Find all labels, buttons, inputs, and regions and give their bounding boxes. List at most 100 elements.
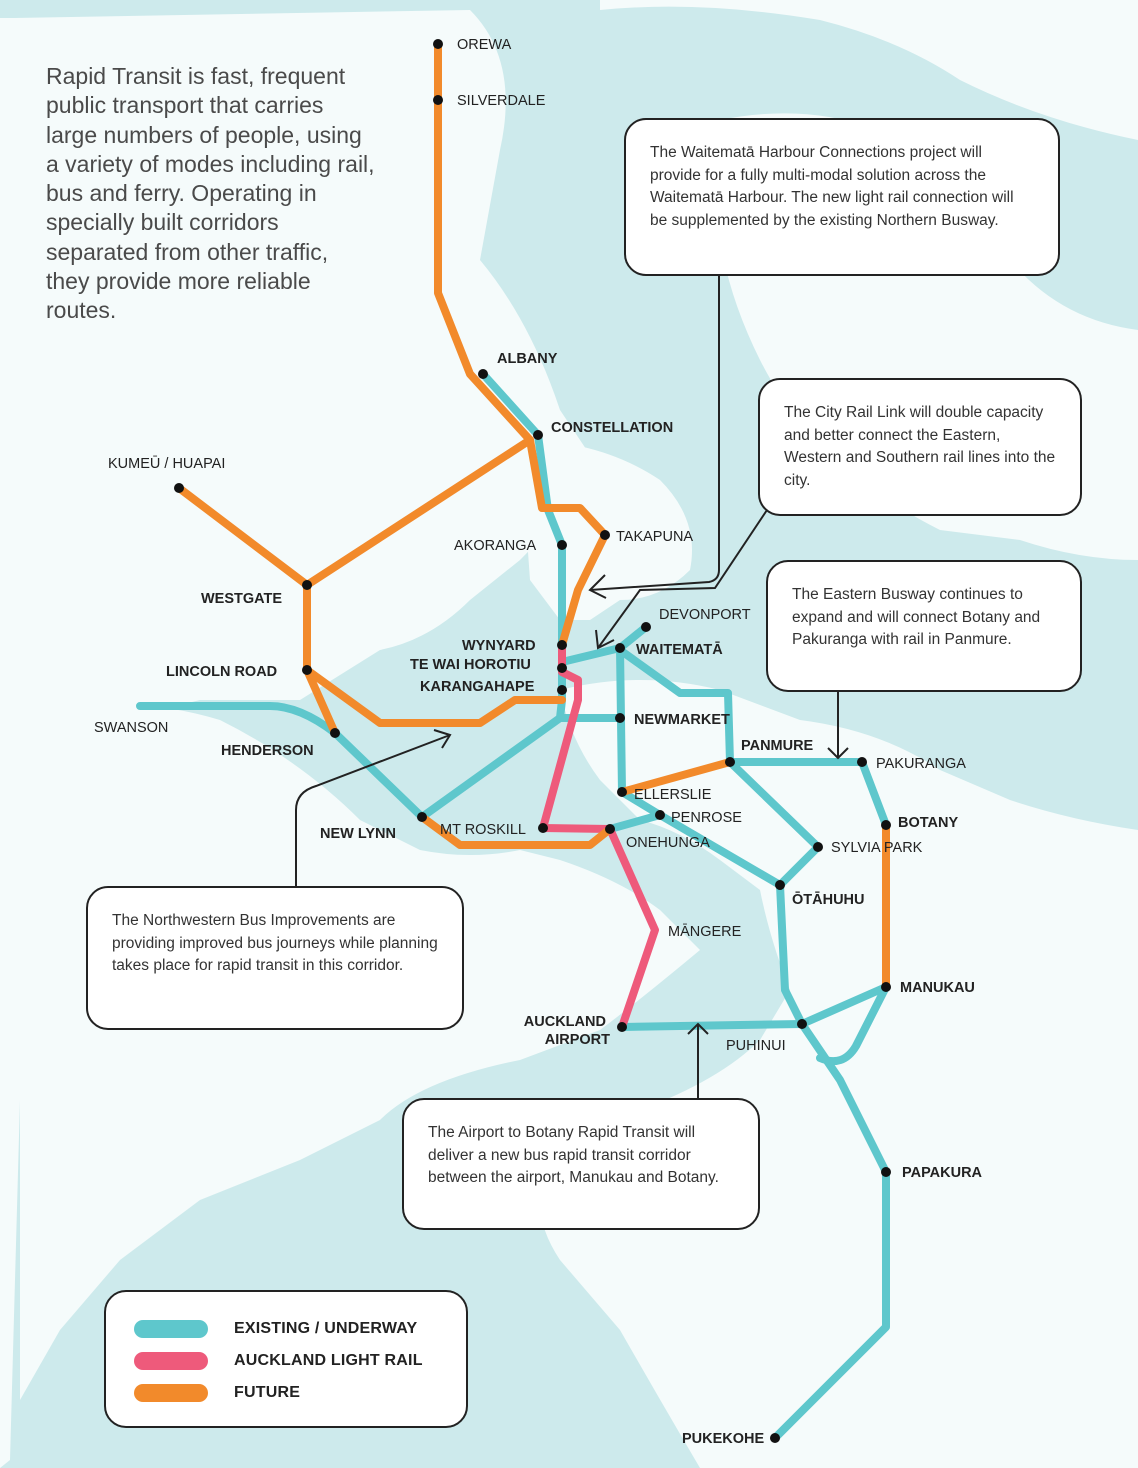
legend-swatch-future	[134, 1384, 208, 1402]
station-dot-new-lynn	[417, 812, 427, 822]
label-te-wai-horotiu: TE WAI HOROTIU	[410, 657, 531, 673]
future-line-new-lynn-onehunga	[418, 813, 614, 849]
station-dot-panmure	[725, 757, 735, 767]
existing-line-eastern-rail	[616, 646, 822, 889]
label-waitemata: WAITEMATĀ	[636, 641, 723, 658]
existing-line-new-lynn-city	[418, 714, 624, 821]
future-line-lincoln-city	[303, 666, 566, 727]
legend-item-existing: EXISTING / UNDERWAY	[134, 1318, 417, 1340]
label-akoranga: AKORANGA	[454, 538, 537, 554]
existing-line-manukau-loop	[816, 983, 890, 1065]
label-penrose: PENROSE	[671, 810, 742, 826]
station-dot-westgate	[302, 580, 312, 590]
legend-label-future: FUTURE	[234, 1384, 301, 1401]
station-dot-otahuhu	[775, 880, 785, 890]
label-lincoln-road: LINCOLN ROAD	[166, 664, 277, 680]
label-onehunga: ONEHUNGA	[626, 835, 710, 851]
label-sylvia-park: SYLVIA PARK	[831, 840, 923, 856]
station-dot-ellerslie	[617, 787, 627, 797]
label-takapuna: TAKAPUNA	[616, 529, 693, 545]
existing-line-south-main	[771, 881, 890, 1442]
station-dot-albany	[478, 369, 488, 379]
station-dot-lincoln-road	[302, 665, 312, 675]
legend-item-light-rail: AUCKLAND LIGHT RAIL	[134, 1350, 423, 1372]
station-dot-pukekohe	[770, 1433, 780, 1443]
legend-swatch-light-rail	[134, 1352, 208, 1370]
label-constellation: CONSTELLATION	[551, 420, 673, 436]
station-dot-pakuranga	[857, 757, 867, 767]
station-dot-kumeu	[174, 483, 184, 493]
station-labels: OREWA SILVERDALE ALBANY CONSTELLATION KU…	[94, 37, 983, 1447]
station-dot-penrose	[655, 810, 665, 820]
station-dot-constellation	[533, 430, 543, 440]
callout-harbour-connections: The Waitematā Harbour Connections projec…	[624, 118, 1060, 276]
station-dot-manukau	[881, 982, 891, 992]
callout-city-rail-link: The City Rail Link will double capacity …	[758, 378, 1082, 516]
callout-eastern-busway: The Eastern Busway continues to expand a…	[766, 560, 1082, 692]
station-dot-waitemata	[615, 643, 625, 653]
station-dot-mt-roskill	[538, 823, 548, 833]
label-devonport: DEVONPORT	[659, 607, 751, 623]
label-pukekohe: PUKEKOHE	[682, 1431, 765, 1447]
label-panmure: PANMURE	[741, 738, 814, 754]
label-wynyard: WYNYARD	[462, 638, 536, 654]
label-henderson: HENDERSON	[221, 743, 314, 759]
station-dots	[174, 39, 891, 1443]
label-auckland-airport-line-2: AIRPORT	[545, 1032, 610, 1048]
label-swanson: SWANSON	[94, 720, 168, 736]
station-dot-takapuna	[600, 530, 610, 540]
station-dot-orewa	[433, 39, 443, 49]
pointer-harbour-arrowhead	[588, 574, 607, 599]
station-dot-sylvia-park	[813, 842, 823, 852]
label-westgate: WESTGATE	[201, 591, 282, 607]
label-otahuhu: ŌTĀHUHU	[792, 890, 865, 908]
pointer-airport-arrowhead	[687, 1022, 709, 1035]
callout-pointers	[295, 276, 849, 1098]
future-line-ellerslie-panmure	[618, 758, 734, 796]
label-manukau: MANUKAU	[900, 980, 975, 996]
future-line-north	[434, 40, 609, 649]
label-papakura: PAPAKURA	[902, 1165, 983, 1181]
station-dot-onehunga	[605, 824, 615, 834]
pointer-harbour	[589, 276, 720, 591]
label-botany: BOTANY	[898, 815, 958, 831]
station-dot-newmarket	[615, 713, 625, 723]
label-mangere: MĀNGERE	[668, 924, 742, 940]
station-dot-devonport	[641, 622, 651, 632]
pointer-crl-arrowhead	[595, 629, 615, 650]
label-auckland-airport-line-1: AUCKLAND	[524, 1014, 606, 1030]
label-auckland-airport: AUCKLAND AIRPORT	[524, 1014, 610, 1048]
label-karangahape: KARANGAHAPE	[420, 679, 535, 695]
label-ellerslie: ELLERSLIE	[634, 787, 712, 803]
station-dot-wynyard	[557, 640, 567, 650]
label-kumeu: KUMEŪ / HUAPAI	[108, 456, 225, 472]
pointer-crl	[597, 509, 768, 649]
label-pakuranga: PAKURANGA	[876, 756, 966, 772]
pointer-northwestern-arrowhead	[433, 729, 452, 749]
light-rail-line	[539, 641, 659, 1031]
label-puhinui: PUHINUI	[726, 1038, 786, 1054]
label-orewa: OREWA	[457, 37, 512, 53]
station-dot-puhinui	[797, 1019, 807, 1029]
callout-airport-botany: The Airport to Botany Rapid Transit will…	[402, 1098, 760, 1230]
station-dot-papakura	[881, 1167, 891, 1177]
pointer-northwestern	[295, 734, 451, 886]
station-dot-te-wai-horotiu	[557, 663, 567, 673]
intro-text: Rapid Transit is fast, frequent public t…	[46, 63, 375, 324]
station-dot-akoranga	[557, 540, 567, 550]
legend-label-existing: EXISTING / UNDERWAY	[234, 1320, 418, 1337]
callout-northwestern-bus: The Northwestern Bus Improvements are pr…	[86, 886, 464, 1030]
label-mt-roskill: MT ROSKILL	[440, 822, 526, 838]
map-legend: EXISTING / UNDERWAY AUCKLAND LIGHT RAIL …	[104, 1290, 468, 1428]
label-albany: ALBANY	[497, 351, 558, 367]
label-silverdale: SILVERDALE	[457, 93, 546, 109]
station-dot-henderson	[330, 728, 340, 738]
label-newmarket: NEWMARKET	[634, 712, 730, 728]
label-new-lynn: NEW LYNN	[320, 826, 396, 842]
legend-label-light-rail: AUCKLAND LIGHT RAIL	[234, 1352, 423, 1369]
station-dot-botany	[881, 820, 891, 830]
legend-item-future: FUTURE	[134, 1382, 300, 1404]
pointer-eastern-arrowhead	[827, 747, 849, 760]
station-dot-silverdale	[433, 95, 443, 105]
